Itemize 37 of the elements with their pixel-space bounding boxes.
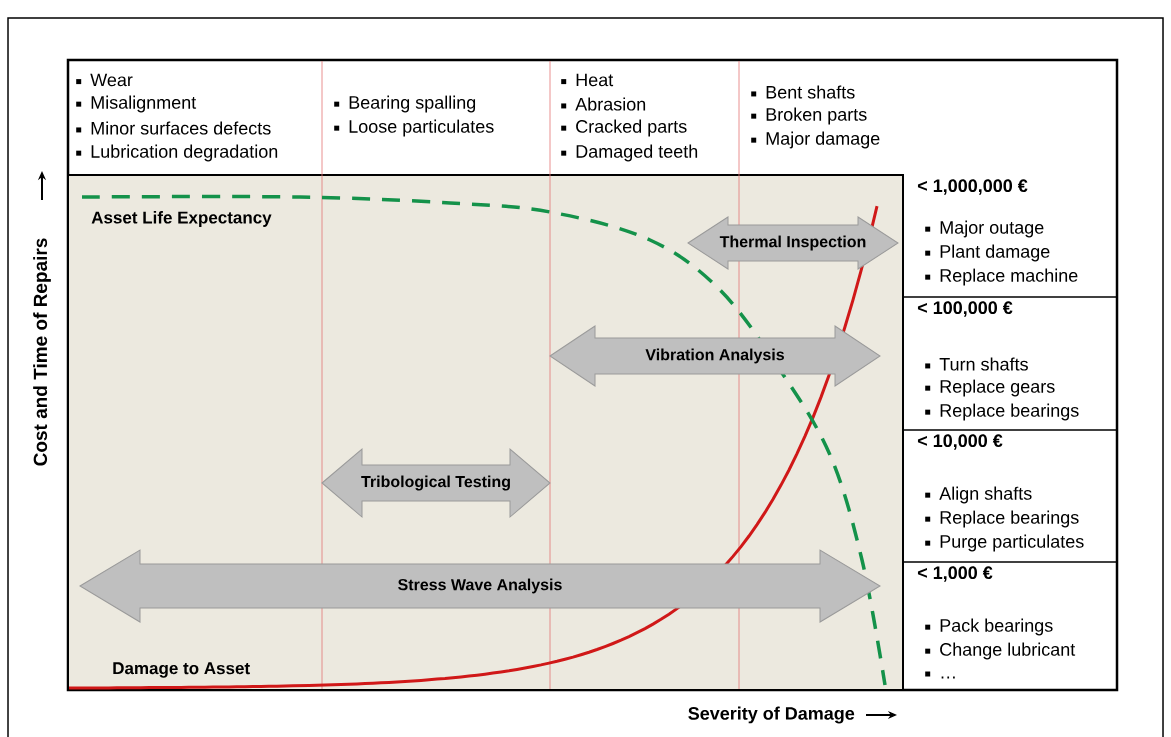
curve-label: Damage to Asset xyxy=(113,662,250,678)
list-item: Replace bearings xyxy=(925,510,1079,528)
list-item: Change lubricant xyxy=(925,642,1076,660)
list-item: Turn shafts xyxy=(925,357,1028,371)
cost-heading: < 1,000,000 € xyxy=(917,179,1028,195)
list-item: Loose particulates xyxy=(334,119,494,137)
cost-heading: < 10,000 € xyxy=(917,434,1003,450)
list-item: Bearing spalling xyxy=(334,95,476,113)
list-item: Bent shafts xyxy=(751,85,855,99)
cost-box xyxy=(917,179,1078,286)
cost-heading: < 1,000 € xyxy=(917,566,993,582)
list-item: Pack bearings xyxy=(925,618,1053,636)
list-item: Replace gears xyxy=(925,379,1055,397)
list-item: Broken parts xyxy=(751,107,867,125)
list-item: Damaged teeth xyxy=(561,144,698,162)
cost-box xyxy=(917,566,1076,679)
list-item: Major outage xyxy=(925,220,1044,238)
curve-label: Asset Life Expectancy xyxy=(91,211,272,227)
list-item: Cracked parts xyxy=(561,119,687,137)
list-item: Replace machine xyxy=(925,268,1078,286)
cost-box xyxy=(917,434,1084,552)
axis-title: Severity of Damage xyxy=(688,706,855,724)
cost-box xyxy=(917,301,1079,421)
list-item: Misalignment xyxy=(76,95,197,113)
list-item: Heat xyxy=(561,73,614,87)
list-item: Align shafts xyxy=(925,486,1032,504)
list-item: Replace bearings xyxy=(925,403,1079,421)
axis-title: Cost and Time of Repairs xyxy=(33,238,51,466)
list-item: … xyxy=(925,671,955,679)
list-item: Plant damage xyxy=(925,244,1050,262)
cost-heading: < 100,000 € xyxy=(917,301,1013,317)
list-item: Wear xyxy=(76,73,133,87)
list-item: Abrasion xyxy=(561,97,646,111)
list-item: Lubrication degradation xyxy=(76,144,278,162)
list-item: Purge particulates xyxy=(925,534,1084,552)
list-item: Minor surfaces defects xyxy=(76,121,271,135)
list-item: Major damage xyxy=(751,131,880,149)
